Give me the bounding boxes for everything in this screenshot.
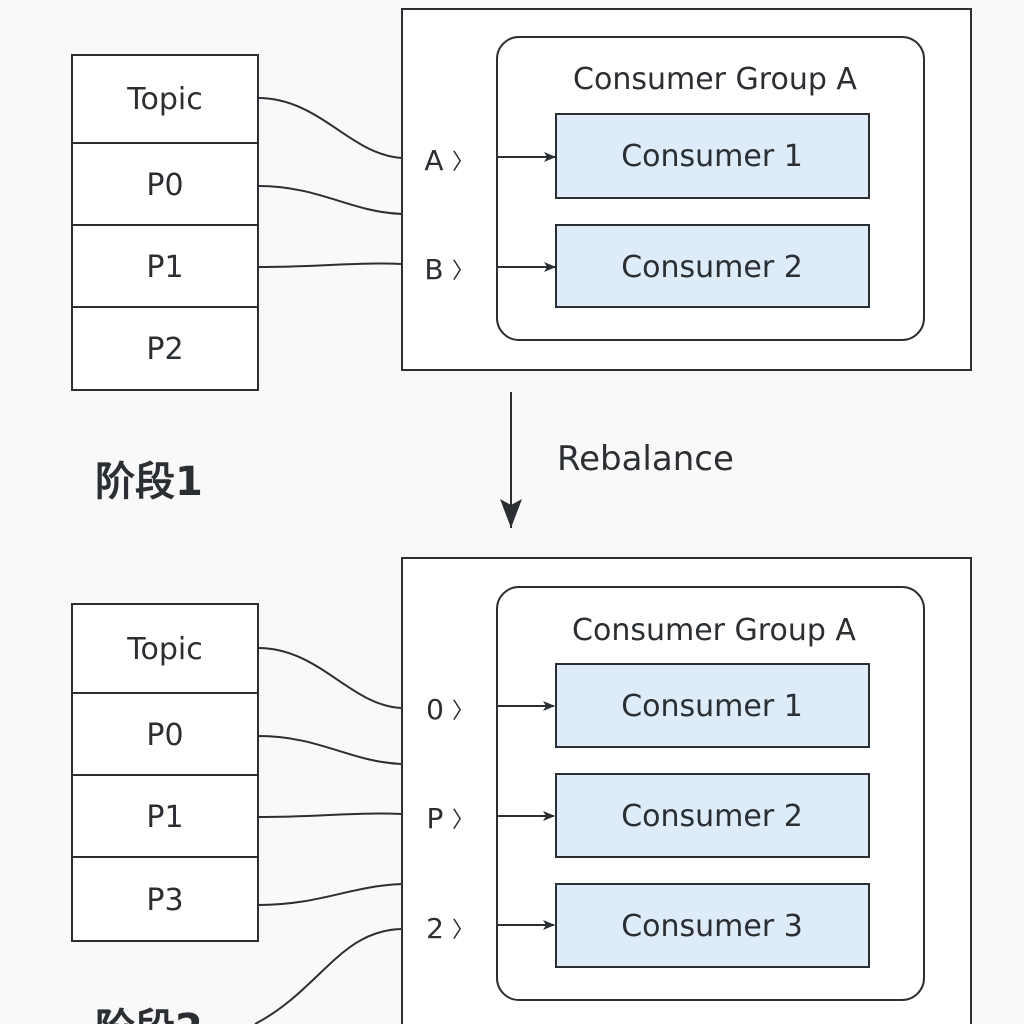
partition-label: P3: [146, 883, 183, 918]
chevron-right-icon: 〉: [452, 808, 474, 833]
connector-line: [257, 735, 403, 765]
partition-cell: [71, 856, 259, 942]
partition-cell: [71, 142, 259, 226]
partition-cell: [71, 224, 259, 308]
stage-2: Topic P0 P1 P3 Consumer Group A 0 〉 P 〉 …: [71, 557, 972, 1024]
topic-table: Topic P0 P1 P3: [71, 603, 259, 942]
partition-label: P1: [146, 250, 183, 285]
connector-line: [257, 262, 403, 268]
connector-line: [257, 185, 403, 215]
chevron-right-icon: 〉: [452, 918, 474, 943]
topic-header-cell: [71, 603, 259, 694]
partition-label: P0: [146, 168, 183, 203]
chevron-right-icon: 〉: [452, 699, 474, 724]
port-label: 2: [426, 912, 444, 945]
connector-line: [254, 928, 403, 1024]
stage-1: Topic P0 P1 P2 Consumer Group A A 〉 B 〉 …: [71, 8, 972, 505]
partition-label: P2: [146, 332, 183, 367]
consumer-label: Consumer 2: [621, 799, 803, 834]
port-label: B: [424, 253, 443, 286]
consumer-group-title: Consumer Group A: [573, 62, 857, 97]
partition-label: P0: [146, 718, 183, 753]
port-label: P: [427, 802, 444, 835]
rebalance-label: Rebalance: [557, 439, 734, 479]
rebalance-transition: Rebalance: [500, 392, 734, 528]
stage-label: 阶段1: [95, 459, 203, 505]
topic-header-label: Topic: [126, 632, 202, 667]
port-label: A: [424, 144, 443, 177]
topic-header-label: Topic: [126, 82, 202, 117]
partition-label: P1: [146, 800, 183, 835]
partition-cell: [71, 306, 259, 391]
consumer-box: [555, 773, 870, 858]
consumer-label: Consumer 1: [621, 139, 803, 174]
consumer-label: Consumer 3: [621, 909, 803, 944]
connector-line: [257, 812, 403, 818]
stage-label: 阶段2: [95, 1006, 203, 1024]
consumer-group-title: Consumer Group A: [572, 613, 856, 648]
consumer-box: [555, 883, 870, 968]
consumer-box: [555, 663, 870, 748]
consumer-box: [555, 224, 870, 308]
connector-line: [257, 883, 403, 906]
connector-line: [257, 647, 403, 709]
consumer-label: Consumer 2: [621, 250, 803, 285]
connector-line: [257, 97, 403, 159]
port-label: 0: [426, 693, 444, 726]
chevron-right-icon: 〉: [452, 259, 474, 284]
chevron-right-icon: 〉: [452, 150, 474, 175]
consumer-label: Consumer 1: [621, 689, 803, 724]
consumer-box: [555, 113, 870, 199]
partition-cell: [71, 774, 259, 858]
topic-header-cell: [71, 54, 259, 144]
topic-table: Topic P0 P1 P2: [71, 54, 259, 391]
